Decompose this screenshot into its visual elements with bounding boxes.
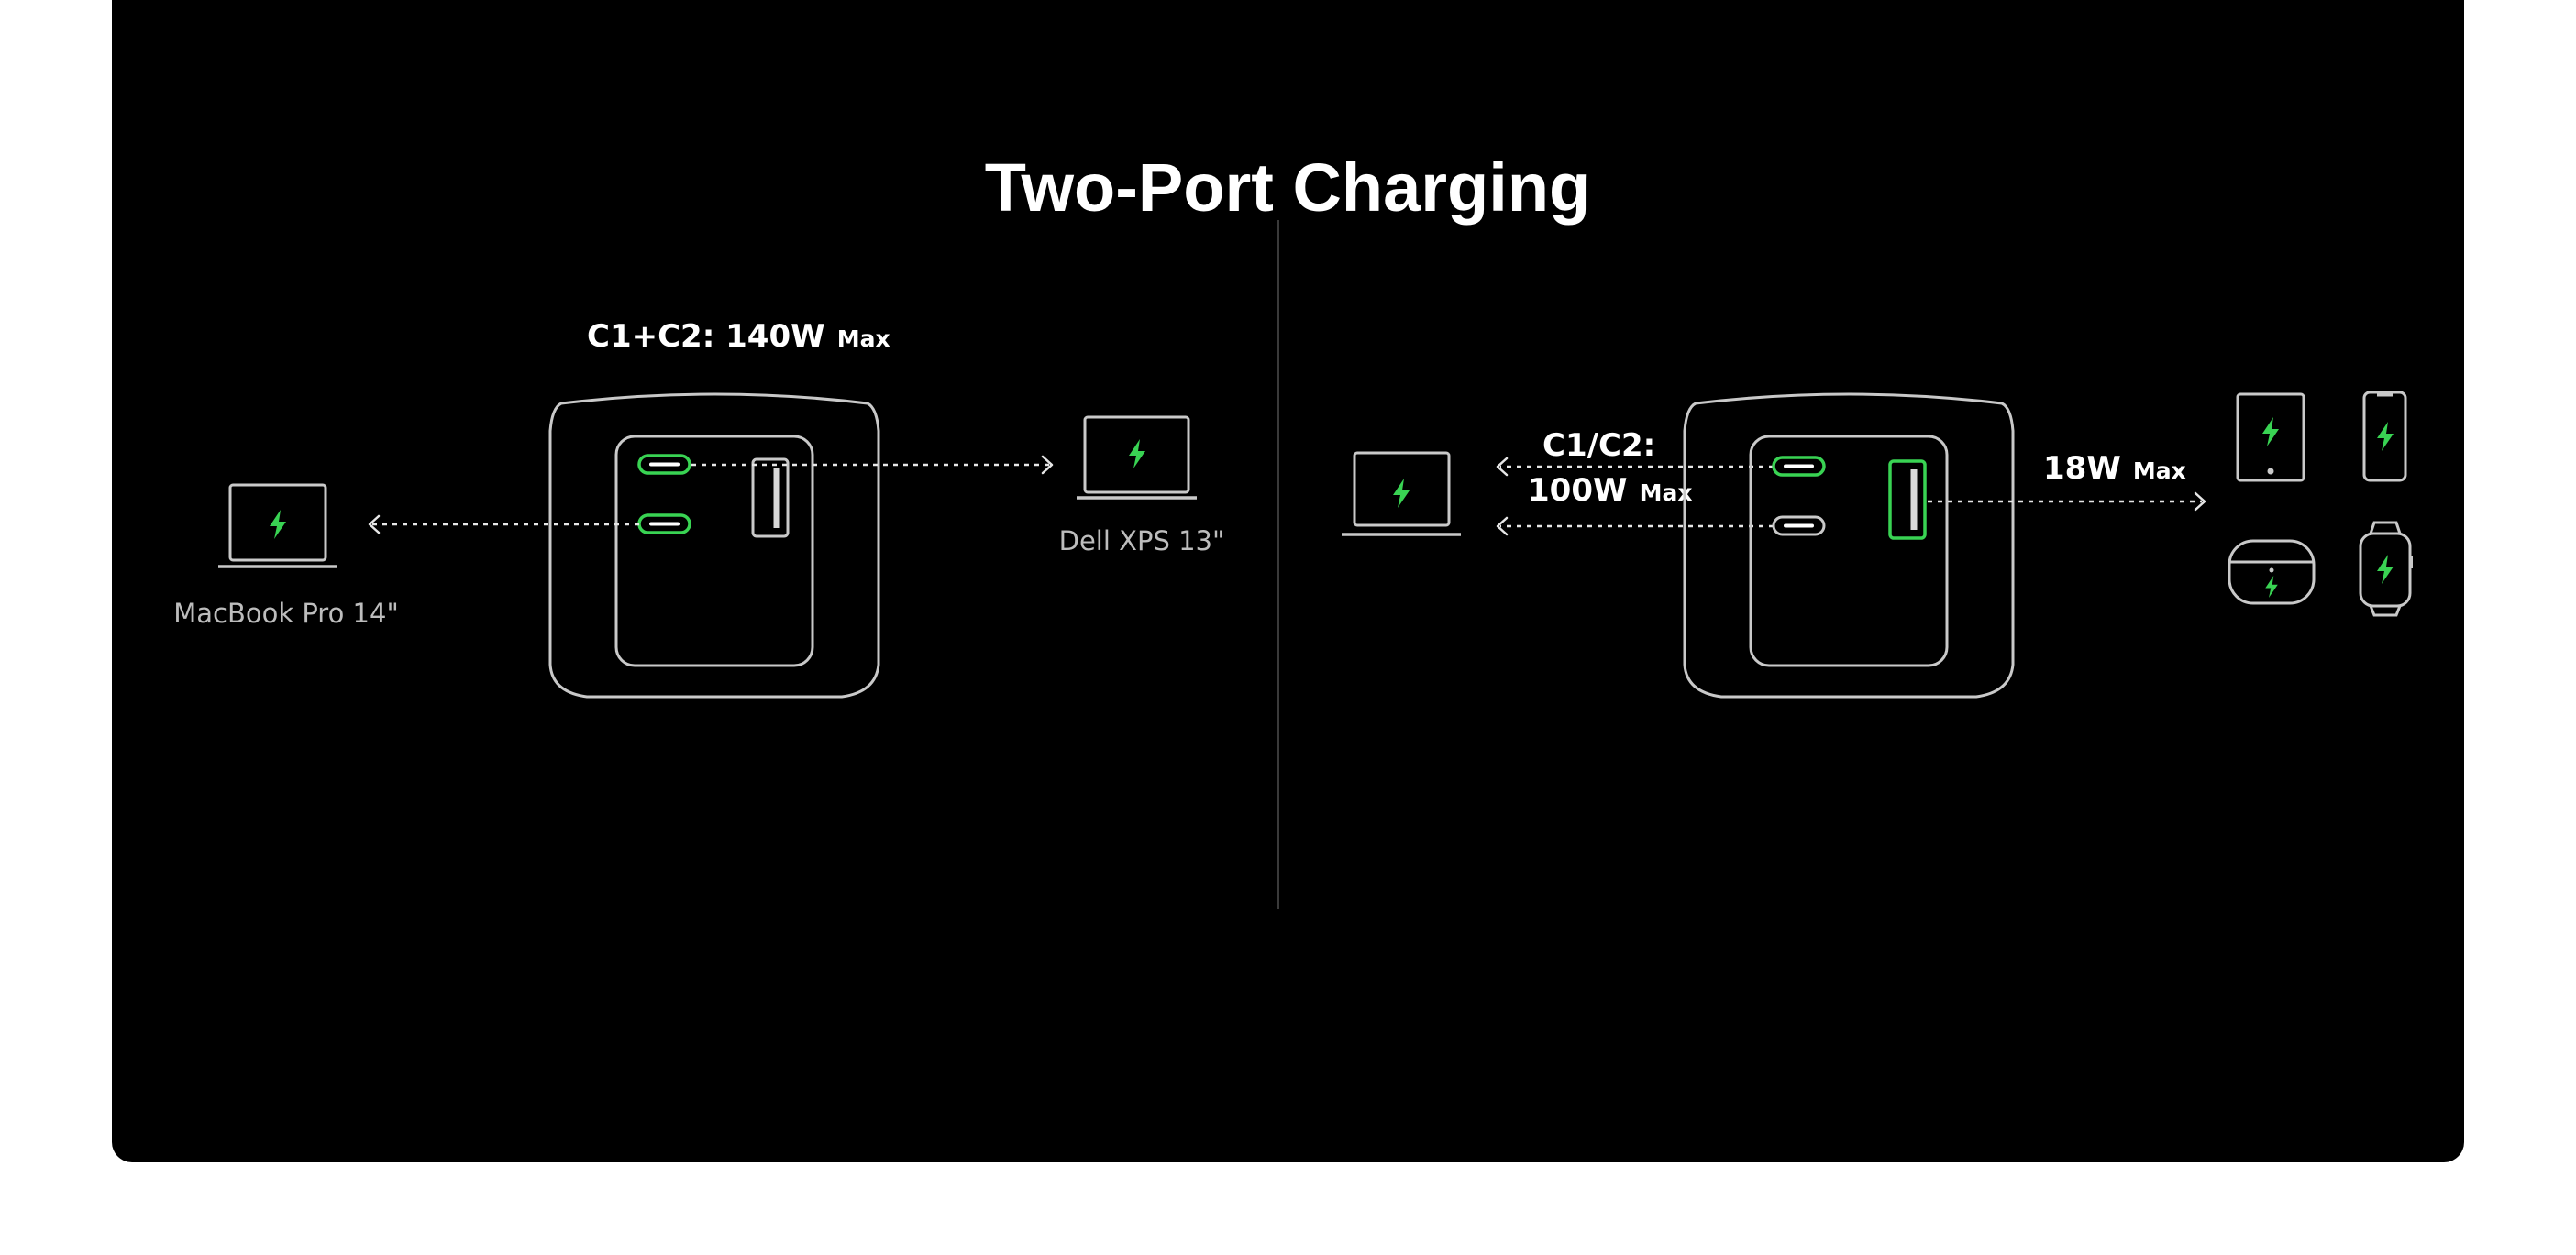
combined-power-suffix: Max: [837, 325, 890, 352]
laptop-icon: [218, 483, 337, 568]
device-label-macbook: MacBook Pro 14": [173, 598, 399, 629]
c-port-label-line1: C1/C2:: [1542, 427, 1655, 464]
combined-power-label: C1+C2: 140W Max: [587, 318, 890, 355]
combined-power-value: C1+C2: 140W: [587, 318, 825, 355]
arrow-head-right: [2194, 491, 2206, 512]
content-panel: [112, 0, 2464, 1162]
page-title: Two-Port Charging: [985, 149, 1590, 226]
arrow-head-right: [1041, 455, 1054, 475]
arrow-head-left: [1496, 457, 1509, 477]
phone-icon: [2362, 391, 2407, 482]
smartwatch-icon: [2359, 521, 2413, 617]
c-port-label-line2: 100W Max: [1528, 472, 1692, 509]
charger-icon: [1683, 392, 2015, 699]
device-label-dell: Dell XPS 13": [1059, 525, 1225, 556]
left-scenario: C1+C2: 140W Max: [173, 318, 1225, 699]
earbuds-case-icon: [2228, 539, 2316, 605]
charger-icon: [548, 392, 880, 699]
right-scenario: C1/C2: 100W Max: [1342, 391, 2413, 699]
usb-a-power-label: 18W Max: [2043, 450, 2186, 487]
arrow-head-left: [1496, 516, 1509, 536]
arrow-head-left: [368, 514, 381, 534]
usb-a-power-suffix: Max: [2133, 457, 2186, 484]
usb-a-power-value: 18W: [2043, 450, 2121, 487]
laptop-icon: [1077, 415, 1197, 500]
tablet-icon: [2236, 392, 2305, 482]
laptop-icon: [1342, 451, 1461, 536]
c-port-power-value: 100W: [1528, 472, 1627, 509]
